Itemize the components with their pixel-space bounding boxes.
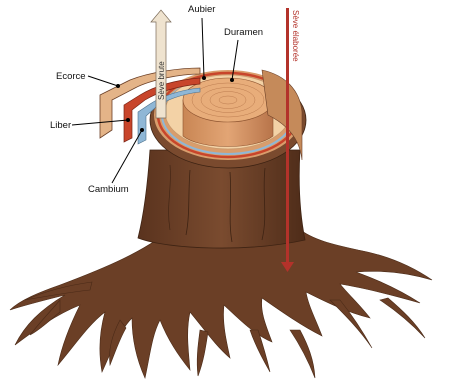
leader-ecorce-dot: [116, 84, 120, 88]
seve-elaboree-label: Sève élaborée: [291, 10, 300, 62]
label-cambium: Cambium: [88, 184, 129, 195]
label-aubier: Aubier: [188, 4, 215, 15]
label-cambium-group: Cambium: [88, 128, 144, 195]
label-liber-group: Liber: [50, 118, 130, 131]
leader-ecorce: [88, 76, 118, 86]
label-liber: Liber: [50, 120, 71, 131]
leader-liber-dot: [126, 118, 130, 122]
leader-aubier-dot: [202, 76, 206, 80]
label-ecorce: Ecorce: [56, 71, 86, 82]
leader-cambium-dot: [140, 128, 144, 132]
label-duramen: Duramen: [224, 27, 263, 38]
leader-duramen-dot: [230, 78, 234, 82]
label-ecorce-group: Ecorce: [56, 71, 120, 88]
seve-brute-label: Sève brute: [157, 61, 166, 100]
leader-aubier: [202, 18, 204, 78]
